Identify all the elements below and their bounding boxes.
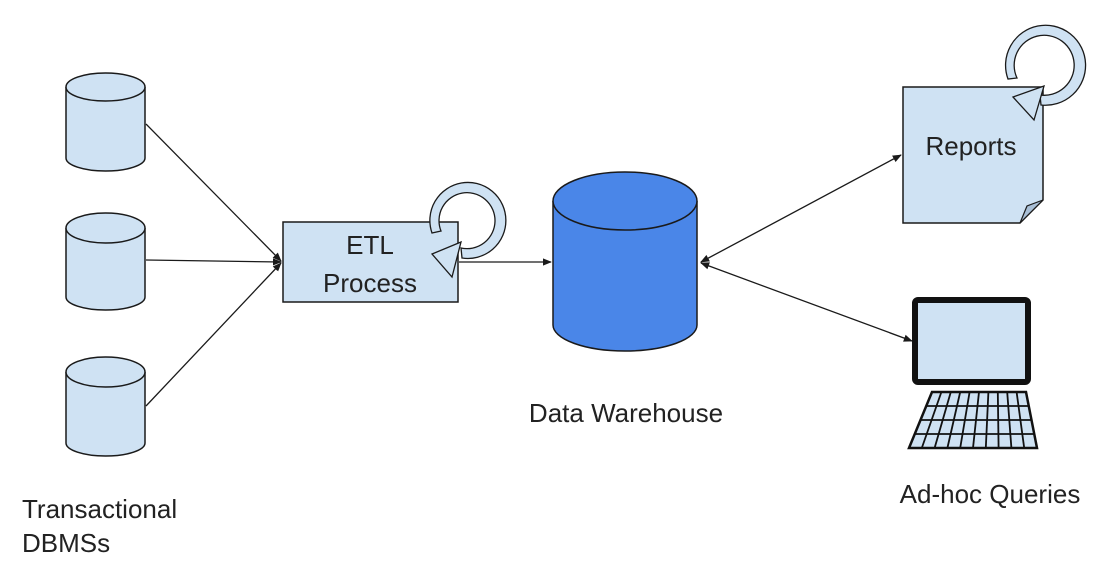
etl-label-line2: Process (323, 268, 417, 298)
keyboard-column-line (996, 391, 1000, 449)
keyboard-column-line (984, 391, 990, 449)
reports-node[interactable]: Reports (902, 24, 1087, 224)
edge-warehouse-reports (700, 154, 902, 263)
source-database-1[interactable] (65, 72, 146, 172)
edge-warehouse-adhoc (700, 262, 913, 342)
keyboard-column-line (959, 391, 971, 449)
keyboard-column-line (972, 391, 980, 449)
etl-box (282, 221, 459, 303)
data-warehouse-node[interactable]: Data Warehouse (529, 171, 723, 428)
keyboard-column-line (946, 391, 962, 449)
edge-source-1-to-etl (145, 123, 282, 262)
etl-process-node[interactable]: ETL Process (282, 181, 507, 303)
sources-label-line2: DBMSs (22, 528, 110, 558)
laptop-screen (912, 297, 1031, 385)
keyboard-column-line (1015, 391, 1026, 449)
reports-label: Reports (925, 131, 1016, 161)
laptop-keyboard (907, 390, 1039, 450)
source-database-3[interactable] (65, 356, 146, 457)
database-cylinder-icon (65, 212, 146, 311)
database-cylinder-icon (65, 356, 146, 457)
page-fold (1019, 199, 1044, 224)
database-cylinder-icon (552, 171, 698, 352)
adhoc-label: Ad-hoc Queries (900, 479, 1081, 509)
etl-label-line1: ETL (346, 230, 394, 260)
adhoc-queries-node[interactable]: Ad-hoc Queries (900, 297, 1081, 509)
keyboard-column-line (1006, 391, 1013, 449)
edges (145, 123, 913, 407)
warehouse-label: Data Warehouse (529, 398, 723, 428)
refresh-loop-icon (1004, 24, 1087, 122)
refresh-loop-icon (429, 181, 507, 279)
database-cylinder-icon (65, 72, 146, 172)
source-database-2[interactable] (65, 212, 146, 311)
sources-label-line1: Transactional (22, 494, 177, 524)
keyboard-column-line (933, 391, 952, 449)
laptop-icon (907, 297, 1039, 450)
edge-source-3-to-etl (145, 262, 282, 407)
keyboard-column-line (920, 391, 943, 449)
edge-source-2-to-etl (145, 258, 282, 266)
